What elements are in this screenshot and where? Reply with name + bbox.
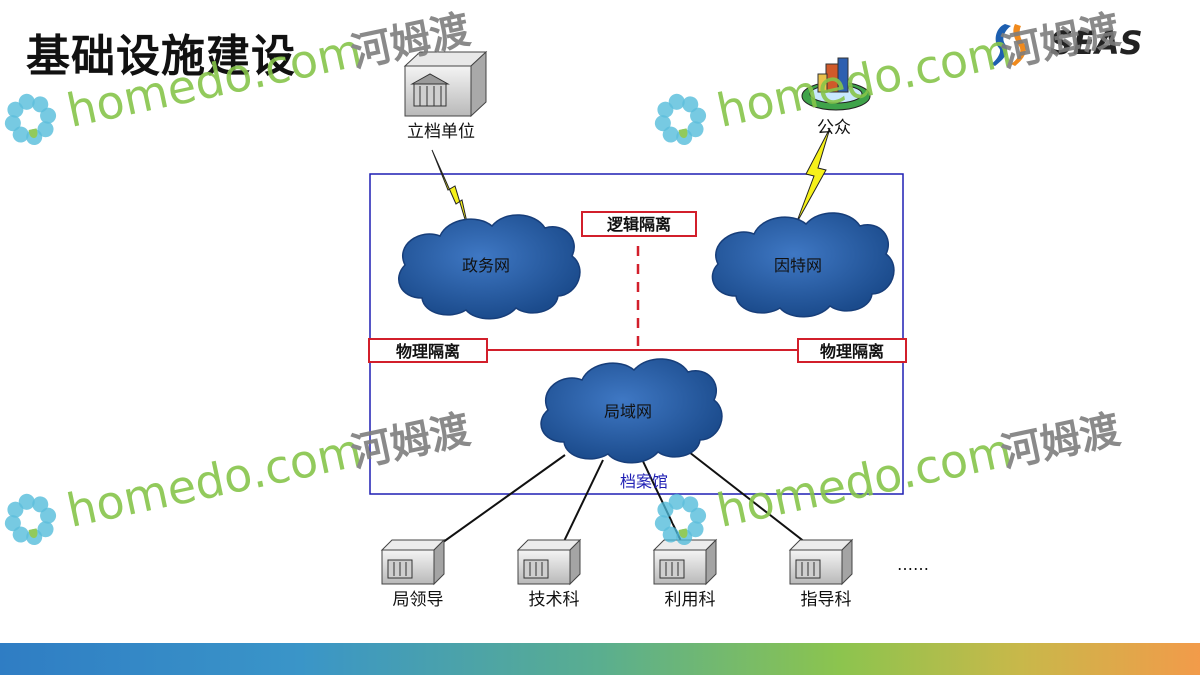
cloud-gov-net-label: 政务网 [462, 256, 510, 275]
lightning-bolt-icon [795, 127, 831, 225]
cloud-internet [711, 212, 895, 318]
department-label-3: 指导科 [801, 590, 852, 610]
logical-isolation-label: 逻辑隔离 [607, 215, 671, 234]
physical-isolation-box-right [797, 338, 907, 363]
page-title: 基础设施建设 [26, 31, 296, 82]
department-server-icon [380, 538, 446, 586]
department-server-icon [516, 538, 582, 586]
department-server-icon [652, 538, 718, 586]
cloud-gov-net [398, 214, 581, 320]
cloud-internet-label: 因特网 [774, 256, 822, 275]
footer-gradient-bar [0, 643, 1200, 675]
filing-unit-server-icon [403, 50, 488, 118]
filing-unit-label: 立档单位 [407, 122, 475, 142]
department-label-2: 利用科 [665, 590, 716, 610]
archive-boundary-box [369, 173, 904, 495]
seas-logo-text: SEAS [1050, 24, 1143, 62]
public-globe-icon [801, 57, 871, 111]
department-server-icon [788, 538, 854, 586]
physical-isolation-label-left: 物理隔离 [396, 342, 460, 361]
logical-isolation-box [581, 211, 697, 237]
cloud-lan [540, 358, 723, 464]
seas-logo [991, 24, 1026, 66]
more-ellipsis: …… [897, 555, 929, 574]
physical-isolation-box-left [368, 338, 488, 363]
public-label: 公众 [817, 118, 851, 138]
department-label-1: 技术科 [529, 590, 580, 610]
cloud-lan-label: 局域网 [604, 402, 652, 421]
archive-label: 档案馆 [620, 472, 668, 491]
department-label-0: 局领导 [393, 590, 444, 610]
physical-isolation-label-right: 物理隔离 [820, 342, 884, 361]
